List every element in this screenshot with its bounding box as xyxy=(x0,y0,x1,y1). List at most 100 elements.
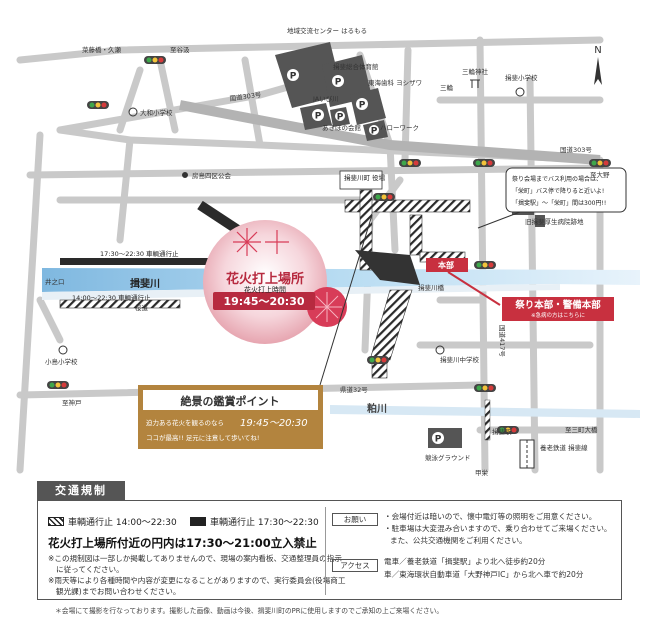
place-label: 菜藤橋・久瀬 xyxy=(82,45,122,54)
note-line: ※雨天等により各種時間や内容が変更になることがありますので、実行委員会(役場商工 xyxy=(48,576,346,585)
shrine-icon xyxy=(470,79,480,88)
river-label: 揖斐川 xyxy=(130,277,160,290)
place-label: 桜道 xyxy=(135,303,149,312)
parking-icons: P P P P P P P xyxy=(287,69,444,445)
launch-zone xyxy=(355,250,420,285)
place-label: 揖斐小学校 xyxy=(505,73,538,82)
bus-note-line: 祭り会場までバス利用の場合は、 xyxy=(512,175,602,183)
closure-diagonal xyxy=(197,200,241,235)
notice-line: また、公共交通機関をご利用ください。 xyxy=(390,536,527,545)
launch-time-badge xyxy=(213,292,315,310)
railway xyxy=(519,439,535,469)
firework-sparks-icon xyxy=(312,292,342,322)
traffic-tab: 交通規制 xyxy=(37,481,125,500)
school-icon xyxy=(58,345,68,355)
place-label: 房島四区公会 xyxy=(192,171,232,180)
ban-notice: 花火打上場所付近の円内は17:30～21:00立入禁止 xyxy=(48,536,317,550)
note-line: に従ってください。 xyxy=(56,565,124,574)
viewpoint-title: 絶景の鑑賞ポイント xyxy=(181,394,280,408)
hq-subtitle: ※急病の方はこちらに xyxy=(531,311,585,319)
svg-text:N: N xyxy=(594,45,601,56)
road-label: 国道303号 xyxy=(229,90,262,103)
closure-label-north: 17:30～22:30 車輌通行止 xyxy=(100,249,179,258)
place-label: 旧揖斐厚生病院跡地 xyxy=(525,217,584,226)
parking-icon: P xyxy=(371,127,378,137)
honbu-label: 本部 xyxy=(437,260,454,270)
bus-note-line: 「栄町」バス停で降りると近いよ! xyxy=(512,187,604,195)
place-label: あきぼの会館 xyxy=(322,123,362,132)
parking-icon: P xyxy=(335,78,342,88)
place-label: 県道32号 xyxy=(340,385,368,394)
place-label: 揖斐川橋 xyxy=(418,283,445,292)
bus-note-line: 「揖斐駅」～「栄町」間は300円!! xyxy=(512,199,606,207)
place-label: 揖斐駅 xyxy=(492,427,512,436)
place-label: 東海歯科 ヨシザワ xyxy=(368,78,422,87)
place-label: 養老鉄道 揖斐線 xyxy=(540,443,588,452)
access-line: 車／東海環状自動車道「大野神戸IC」から北へ車で約20分 xyxy=(384,570,584,579)
place-label: 井之口 xyxy=(45,277,65,286)
launch-circle xyxy=(203,220,327,344)
closure-hatched-roads xyxy=(344,189,471,379)
place-label: 甲栄 xyxy=(475,468,489,477)
place-label: 地域交流センター はるもる xyxy=(287,26,367,35)
legend-hatch-label: 車輌通行止 14:00～22:30 xyxy=(68,518,177,528)
notice-tag: お願い xyxy=(332,513,378,526)
road-label: 国道303号 xyxy=(560,145,592,154)
school-icon xyxy=(128,107,138,117)
legend-solid: 車輌通行止 17:30～22:30 xyxy=(190,515,319,528)
place-label: 至谷汲 xyxy=(170,45,190,54)
divider xyxy=(325,507,326,595)
national-route-303 xyxy=(179,100,601,165)
road-label: 国道417号 xyxy=(498,325,507,357)
place-label: 至三町大橋 xyxy=(565,425,598,434)
school-icon xyxy=(515,87,525,97)
firework-top-icon xyxy=(233,228,289,256)
river-ibigawa xyxy=(42,268,640,292)
place-label: ハローワーク xyxy=(380,124,419,132)
launch-title: 花火打上場所 xyxy=(226,271,304,287)
viewpoint-line: ココが最高!! 足元に注意して歩いてね! xyxy=(146,433,260,442)
hq-title: 祭り本部・警備本部 xyxy=(514,299,601,311)
north-arrow-icon: N xyxy=(594,45,602,85)
closure-hatched-road-south xyxy=(59,299,181,309)
traffic-signals xyxy=(47,56,611,434)
hall-icon xyxy=(182,172,188,178)
legend-hatch: 車輌通行止 14:00～22:30 xyxy=(48,515,177,528)
parking-icon: P xyxy=(315,112,322,122)
place-label: 競泳グラウンド xyxy=(425,453,471,462)
launch-time: 19:45～20:30 xyxy=(223,295,304,308)
place-label: 揖斐川中学校 xyxy=(440,355,480,364)
access-tag: アクセス xyxy=(332,559,378,572)
notice-line: ・駐車場は大変混み合いますので、乗り合わせてご来場ください。 xyxy=(384,524,612,533)
honbu-marker xyxy=(426,258,468,272)
viewpoint-time: 19:45～20:30 xyxy=(240,418,308,429)
place-label: 大和小学校 xyxy=(140,108,173,117)
traffic-regulation-panel: 交通規制 車輌通行止 14:00～22:30 車輌通行止 17:30～22:30… xyxy=(37,481,622,601)
bus-note-box xyxy=(505,167,627,213)
place-label: 小島小学校 xyxy=(45,357,78,366)
landmark-icons xyxy=(58,79,525,355)
solid-swatch xyxy=(190,517,206,526)
school-icon xyxy=(435,345,445,355)
river-label: 粕川 xyxy=(367,402,387,415)
map: P P P P P P P N xyxy=(16,26,640,477)
access-line: 電車／養老鉄道「揖斐駅」より北へ徒歩約20分 xyxy=(384,557,546,566)
place-label: 至神戸 xyxy=(62,398,82,407)
town-hall-label: 揖斐川町 役場 xyxy=(344,173,386,182)
legend-solid-label: 車輌通行止 17:30～22:30 xyxy=(210,518,319,528)
notice-line: ・会場付近は暗いので、懐中電灯等の照明をご用意ください。 xyxy=(384,512,597,521)
viewpoint-line: 迫力ある花火を観るのなら xyxy=(146,418,224,427)
place-label: 三輪神社 xyxy=(462,67,489,76)
launch-subtitle: 花火打上時間 xyxy=(244,285,286,294)
parking-icon: P xyxy=(290,72,297,82)
place-label: 至大野 xyxy=(590,170,610,179)
parking-icon: P xyxy=(359,101,366,111)
parking-icon: P xyxy=(435,435,442,445)
place-label: 三輪 xyxy=(440,83,454,92)
note-line: ※この規制図は一部しか掲載してありませんので、現場の案内看板、交通整理員の指示 xyxy=(48,554,342,563)
hq-box xyxy=(502,297,614,321)
closure-solid-road xyxy=(60,258,225,265)
note-line: 観光課)までお問い合わせください。 xyxy=(56,587,181,596)
traffic-box: 車輌通行止 14:00～22:30 車輌通行止 17:30～22:30 花火打上… xyxy=(37,500,622,600)
